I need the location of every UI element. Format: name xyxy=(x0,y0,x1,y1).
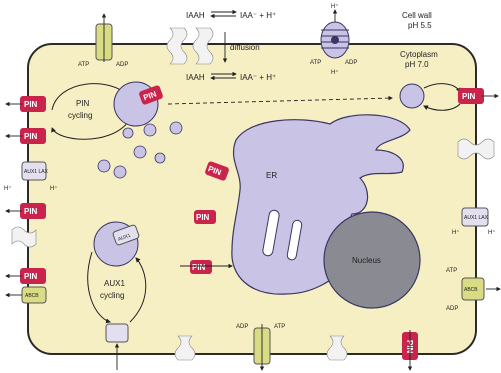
nucleus-label: Nucleus xyxy=(352,256,381,265)
pin-er-2-label: PIN xyxy=(196,213,210,222)
adp-pump: ADP xyxy=(345,60,357,66)
vesicle-4 xyxy=(134,146,146,158)
vesicle-5 xyxy=(98,160,110,172)
vesicle-3 xyxy=(170,122,182,134)
h-plus-right-out: H⁺ xyxy=(452,229,460,236)
pin-er-3-label: PIN xyxy=(192,263,206,272)
pin-left-3-label: PIN xyxy=(24,207,38,216)
reaction-top-left: IAAH xyxy=(186,11,205,20)
h-plus-left-out: H⁺ xyxy=(4,185,12,192)
pin-left-4: PIN xyxy=(6,268,46,284)
pin-cycling-label-2: cycling xyxy=(68,111,92,120)
pin-cycling-label-1: PIN xyxy=(76,99,90,108)
abcb-left-label: ABCB xyxy=(25,293,39,299)
atp-pump: ATP xyxy=(310,60,321,66)
abcb-left: ABCB xyxy=(6,287,46,303)
aux1-cycling-label-2: cycling xyxy=(100,291,124,300)
cell-wall-ph: pH 5.5 xyxy=(408,21,432,30)
h-plus-right-in: H⁺ xyxy=(488,229,496,236)
cytoplasm-ph: pH 7.0 xyxy=(405,60,429,69)
pin-right-top: PIN xyxy=(458,88,498,104)
er-label: ER xyxy=(266,171,277,180)
atp-top-left: ATP xyxy=(78,62,89,68)
pin-bottom-label: PIN xyxy=(405,340,414,354)
reaction-top-right: IAA⁻ + H⁺ xyxy=(240,11,276,20)
right-endosome xyxy=(400,84,424,108)
vesicle-1 xyxy=(123,128,133,138)
atp-bottom: ATP xyxy=(274,324,285,330)
pin-left-4-label: PIN xyxy=(24,272,38,281)
pin-left-1-label: PIN xyxy=(24,100,38,109)
cytoplasm-label: Cytoplasm xyxy=(400,50,438,59)
pin-bottom: PIN xyxy=(402,330,418,370)
vesicle-2 xyxy=(144,124,156,136)
atp-right: ATP xyxy=(446,268,457,274)
abcb-right-label: ABCB xyxy=(464,287,478,293)
adp-bottom: ADP xyxy=(236,324,248,330)
adp-top-left: ADP xyxy=(116,62,128,68)
cell-wall-label: Cell wall xyxy=(402,11,432,20)
pin-left-3: PIN xyxy=(6,203,46,219)
reaction-bottom-left: IAAH xyxy=(186,73,205,82)
h-plus-pump-in: H⁺ xyxy=(331,69,339,76)
pin-right-top-label: PIN xyxy=(462,92,476,101)
adp-right: ADP xyxy=(446,306,458,312)
h-plus-pump-out: H⁺ xyxy=(331,3,339,10)
pin-left-2: PIN xyxy=(6,128,46,144)
pin-left-2-label: PIN xyxy=(24,132,38,141)
pin-er-2: PIN xyxy=(194,210,216,224)
vesicle-6 xyxy=(114,166,126,178)
h-plus-left-in: H⁺ xyxy=(50,185,58,192)
diffusion-label: diffusion xyxy=(230,43,260,52)
aux1-cycling-label-1: AUX1 xyxy=(104,279,125,288)
vesicle-7 xyxy=(155,153,165,163)
equilibrium-arrows-top xyxy=(211,12,236,16)
aux1-lax-right-label: AUX1 LAX xyxy=(464,215,489,221)
pin-left-1: PIN xyxy=(6,96,46,112)
reaction-bottom-right: IAA⁻ + H⁺ xyxy=(240,73,276,82)
aux1-left-label: AUX1 LAX xyxy=(24,169,49,175)
